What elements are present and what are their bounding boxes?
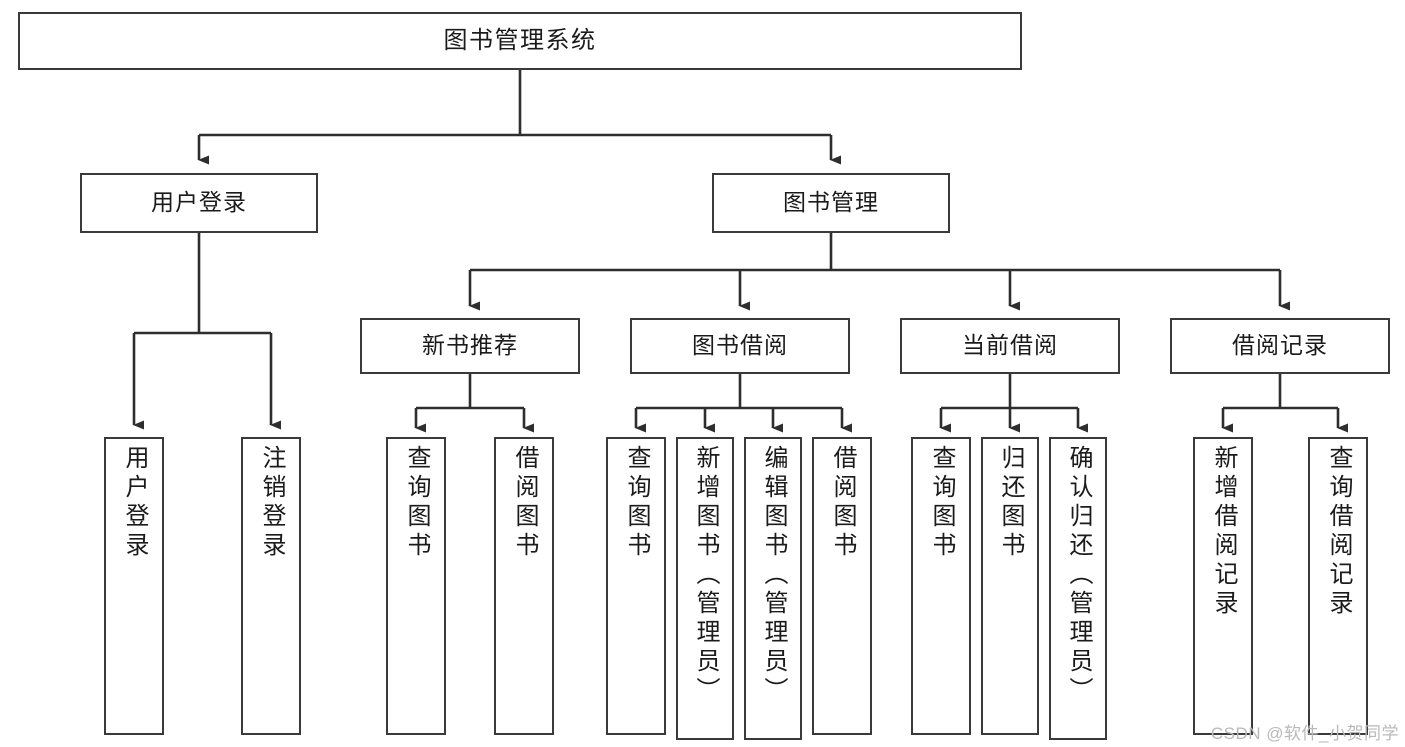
leaf-edit-book-admin[interactable]: 编辑图书（管理员） xyxy=(744,437,802,740)
node-label: 查询图书 xyxy=(403,445,430,561)
leaf-confirm-return-admin[interactable]: 确认归还（管理员） xyxy=(1049,437,1107,740)
node-label: 新书推荐 xyxy=(422,332,518,359)
node-label: 用户登录 xyxy=(151,189,247,216)
csdn-watermark: CSDN @软件_小贺同学 xyxy=(1210,724,1399,743)
node-new-book-recommend[interactable]: 新书推荐 xyxy=(360,318,580,374)
node-book-management[interactable]: 图书管理 xyxy=(712,173,950,233)
node-label: 新增图书（管理员） xyxy=(692,445,719,706)
node-label: 借阅记录 xyxy=(1232,332,1328,359)
leaf-return-book[interactable]: 归还图书 xyxy=(981,437,1039,735)
node-current-borrow[interactable]: 当前借阅 xyxy=(900,318,1120,374)
node-label: 图书管理系统 xyxy=(443,26,597,54)
leaf-add-borrow-record[interactable]: 新增借阅记录 xyxy=(1193,437,1253,735)
node-label: 当前借阅 xyxy=(962,332,1058,359)
node-label: 归还图书 xyxy=(997,445,1024,561)
node-label: 注销登录 xyxy=(258,445,285,561)
leaf-logout[interactable]: 注销登录 xyxy=(241,437,301,735)
leaf-add-book-admin[interactable]: 新增图书（管理员） xyxy=(676,437,734,740)
node-label: 图书管理 xyxy=(783,189,879,216)
leaf-borrow-book-recommend[interactable]: 借阅图书 xyxy=(494,437,554,735)
node-label: 查询图书 xyxy=(623,445,650,561)
node-root-system[interactable]: 图书管理系统 xyxy=(18,12,1022,70)
leaf-query-book-borrow[interactable]: 查询图书 xyxy=(606,437,666,735)
leaf-user-login[interactable]: 用户登录 xyxy=(104,437,164,735)
node-book-borrow[interactable]: 图书借阅 xyxy=(630,318,850,374)
node-label: 确认归还（管理员） xyxy=(1065,445,1092,706)
leaf-borrow-book[interactable]: 借阅图书 xyxy=(812,437,872,735)
leaf-query-book-current[interactable]: 查询图书 xyxy=(911,437,971,735)
node-label: 借阅图书 xyxy=(829,445,856,561)
leaf-query-borrow-record[interactable]: 查询借阅记录 xyxy=(1308,437,1368,735)
node-label: 查询图书 xyxy=(928,445,955,561)
node-label: 查询借阅记录 xyxy=(1325,445,1352,619)
leaf-query-book-recommend[interactable]: 查询图书 xyxy=(386,437,446,735)
node-label: 用户登录 xyxy=(121,445,148,561)
node-borrow-record[interactable]: 借阅记录 xyxy=(1170,318,1390,374)
node-label: 借阅图书 xyxy=(511,445,538,561)
node-label: 新增借阅记录 xyxy=(1210,445,1237,619)
node-user-login[interactable]: 用户登录 xyxy=(80,173,318,233)
node-label: 图书借阅 xyxy=(692,332,788,359)
node-label: 编辑图书（管理员） xyxy=(760,445,787,706)
